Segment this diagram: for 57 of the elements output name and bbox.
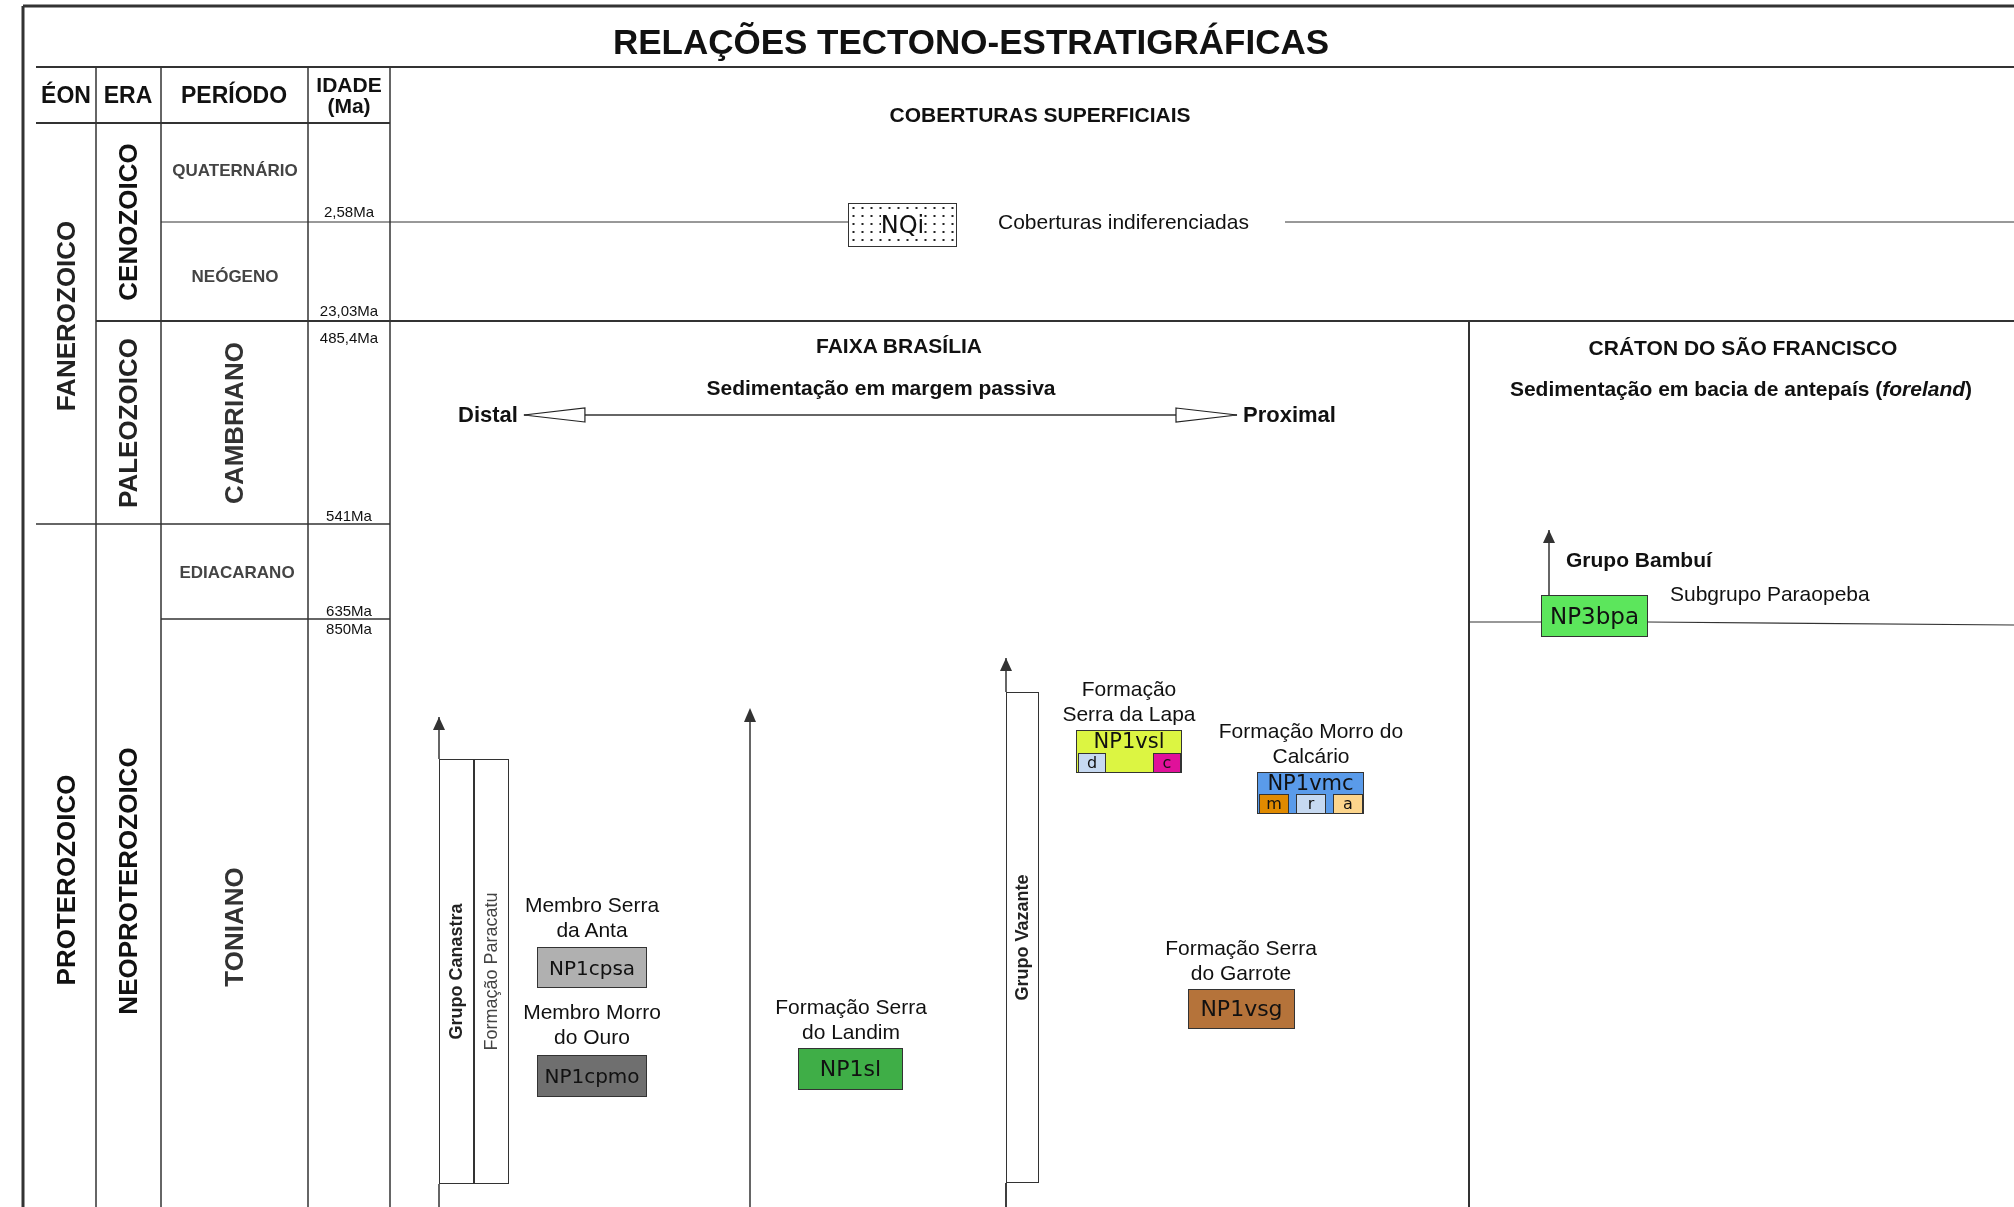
sub-unit-box: m [1259, 794, 1289, 814]
range-arrow [1000, 657, 1012, 693]
range-arrow [433, 716, 445, 760]
direction-label: Distal [458, 401, 518, 429]
range-arrow [1543, 529, 1555, 596]
chart-title: RELAÇÕES TECTONO-ESTRATIGRÁFICAS [612, 22, 1330, 62]
unit-name: Coberturas indiferenciadas [998, 209, 1249, 235]
age-label: 541Ma [326, 507, 372, 523]
section-title: COBERTURAS SUPERFICIAIS [889, 103, 1191, 125]
age-label: 23,03Ma [319, 302, 379, 318]
unit-code: NQi [880, 212, 925, 238]
unit-code: NP1vsl [1093, 731, 1165, 752]
unit-name: Formação Serra do Garrote [1164, 935, 1318, 985]
unit-name: Formação Serra da Lapa [1061, 676, 1197, 726]
section-subtitle: Sedimentação em bacia de antepaís (foreland) [1509, 377, 1973, 399]
period-name: QUATERNÁRIO [172, 161, 298, 179]
unit-code: NP1vsg [1200, 996, 1283, 1022]
section-title: FAIXA BRASÍLIA [815, 334, 983, 356]
sub-unit-box: d [1078, 753, 1106, 773]
unit-code: NP3bpa [1550, 603, 1639, 629]
period-name: EDIACARANO [179, 563, 295, 581]
column-header: ÉON [41, 83, 91, 107]
age-label: 2,58Ma [324, 203, 374, 219]
age-label: 850Ma [326, 620, 372, 636]
era-name: PALEOZOICO [115, 338, 141, 508]
period-name: TONIANO [221, 867, 247, 987]
sub-unit-box: c [1153, 753, 1181, 773]
unit-name: Formação Morro do Calcário [1217, 718, 1405, 768]
column-header: ERA [103, 83, 153, 107]
unit-name: Formação Serra do Landim [774, 994, 928, 1044]
unit-code: NP1cpsa [548, 954, 636, 981]
unit-name: Grupo Vazante [1012, 874, 1033, 1001]
unit-name: Grupo Canastra [446, 903, 467, 1040]
unit-name: Membro Serra da Anta [523, 892, 661, 942]
era-name: NEOPROTEROZOICO [115, 747, 141, 1015]
period-name: NEÓGENO [191, 267, 279, 285]
age-label: 485,4Ma [319, 329, 379, 345]
unit-name: Subgrupo Paraopeba [1670, 581, 1870, 607]
unit-name: Formação Paracatu [481, 892, 502, 1051]
unit-name: Membro Morro do Ouro [522, 999, 662, 1049]
age-label: 635Ma [326, 602, 372, 618]
direction-label: Proximal [1243, 401, 1336, 429]
double-arrow [523, 407, 1238, 423]
column-header: IDADE (Ma) [315, 74, 383, 116]
eon-name: PROTEROZOICO [53, 774, 79, 986]
section-subtitle: Sedimentação em margem passiva [706, 376, 1056, 398]
sub-unit-box: a [1333, 794, 1363, 814]
group-name: Grupo Bambuí [1566, 547, 1712, 573]
eon-name: FANEROZOICO [53, 220, 79, 412]
unit-code: NP1cpmo [544, 1063, 640, 1089]
unit-code: NP1vmc [1267, 773, 1354, 794]
era-name: CENOZOICO [115, 143, 141, 301]
sub-unit-box: r [1296, 794, 1326, 814]
column-header: PERÍODO [180, 83, 288, 107]
period-name: CAMBRIANO [221, 342, 247, 504]
section-title: CRÁTON DO SÃO FRANCISCO [1588, 336, 1898, 358]
unit-code: NP1sl [819, 1056, 882, 1082]
